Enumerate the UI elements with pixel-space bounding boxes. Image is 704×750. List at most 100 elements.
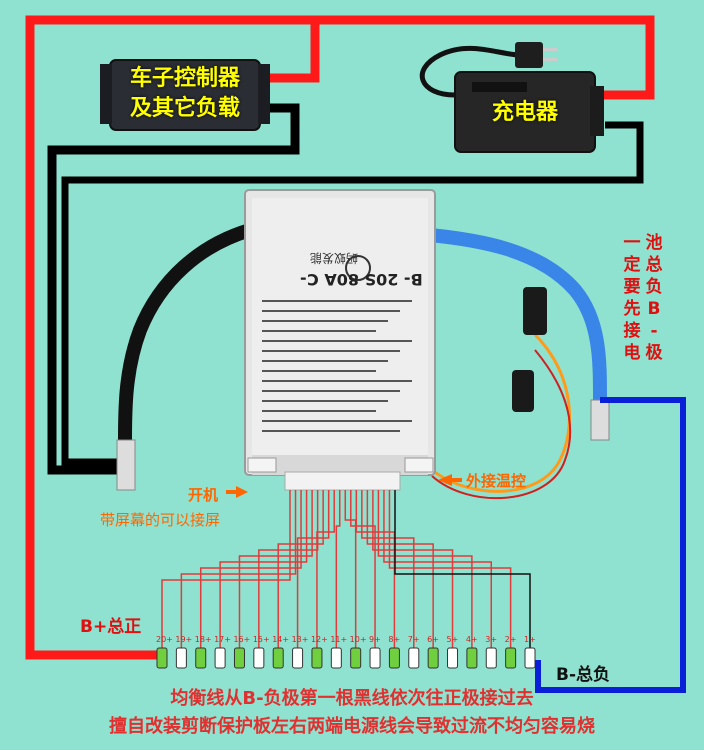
- bms-board: [244, 189, 436, 491]
- balance-label: 1+: [524, 635, 536, 644]
- callout-arrows: [226, 474, 462, 498]
- balance-wire: [219, 490, 308, 648]
- balance-wire: [372, 490, 454, 648]
- battery-cell: [369, 647, 381, 669]
- balance-label: 20+: [156, 635, 173, 644]
- balance-wires: [161, 490, 531, 648]
- board-print-line: [262, 400, 388, 402]
- charger-box: [454, 71, 604, 153]
- balance-wire-note: 均衡线从B-负极第一根黑线依次往正极接过去: [170, 688, 534, 709]
- left-cable-lug: [116, 439, 136, 491]
- battery-cell: [505, 647, 517, 669]
- b-plus-total-label: B+总正: [80, 617, 142, 637]
- balance-label: 16+: [233, 635, 250, 644]
- balance-wire: [161, 490, 291, 648]
- board-print-line: [262, 390, 400, 392]
- battery-cell: [195, 647, 207, 669]
- positive-wire: [25, 15, 320, 660]
- controller-label: 车子控制器 及其它负载: [129, 66, 240, 121]
- charger-negative-wire: [61, 121, 644, 466]
- balance-label: 17+: [214, 635, 231, 644]
- balance-wire: [394, 490, 531, 648]
- controller-box: [100, 59, 270, 131]
- balance-wire: [377, 490, 473, 648]
- battery-cell: [292, 647, 304, 669]
- battery-cell: [253, 647, 265, 669]
- power-plug: [419, 42, 557, 98]
- balance-label: 4+: [466, 635, 478, 644]
- board-print-line: [262, 320, 388, 322]
- balance-labels: 20+19+18+17+16+15+14+13+12+11+10+9+8+7+6…: [156, 635, 536, 644]
- cell-strip: [156, 647, 536, 669]
- battery-cell: [485, 647, 497, 669]
- balance-wire: [361, 490, 415, 648]
- battery-cell: [408, 647, 420, 669]
- balance-label: 2+: [505, 635, 517, 644]
- balance-label: 3+: [485, 635, 497, 644]
- board-print-line: [262, 300, 412, 302]
- balance-wire: [296, 490, 330, 648]
- balance-wire: [277, 490, 324, 648]
- temp-sensor-probe-1: [523, 287, 547, 335]
- temp-sensor-probe-2: [512, 370, 534, 412]
- balance-wire: [258, 490, 319, 648]
- balance-wire: [383, 490, 493, 648]
- bms-b-minus-blue-cable: [429, 228, 607, 401]
- balance-label: 13+: [292, 635, 309, 644]
- temp-control-label: 外接温控: [466, 472, 527, 490]
- balance-wire: [238, 490, 313, 648]
- balance-label: 10+: [350, 635, 367, 644]
- bms-model-label: B- 20S 80A C-: [300, 270, 423, 289]
- board-print-line: [262, 420, 412, 422]
- balance-wire: [355, 490, 396, 648]
- battery-cell: [466, 647, 478, 669]
- battery-cell: [350, 647, 362, 669]
- board-print-line: [262, 350, 400, 352]
- temp-sensor-wires: [431, 299, 571, 493]
- warning-note: 擅自改装剪断保护板左右两端电源线会导致过流不均匀容易烧: [109, 716, 595, 737]
- power-on-label: 开机: [188, 486, 219, 504]
- balance-label: 19+: [175, 635, 192, 644]
- battery-cell: [156, 647, 168, 669]
- board-print-line: [262, 340, 412, 342]
- battery-cell: [214, 647, 226, 669]
- screen-note-label: 带屏幕的可以接屏: [100, 511, 221, 529]
- balance-label: 9+: [369, 635, 381, 644]
- balance-label: 11+: [330, 635, 347, 644]
- bms-brand-label: 蚂蚁发能: [310, 251, 359, 265]
- board-print-line: [262, 410, 376, 412]
- balance-label: 14+: [272, 635, 289, 644]
- board-print-line: [262, 330, 376, 332]
- battery-cell: [447, 647, 459, 669]
- balance-wire: [316, 490, 335, 648]
- board-print-line: [262, 310, 400, 312]
- b-minus-total-wire: [535, 397, 686, 693]
- board-print-line: [262, 380, 412, 382]
- balance-label: 15+: [253, 635, 270, 644]
- balance-label: 7+: [408, 635, 420, 644]
- right-cable-lug: [590, 399, 610, 441]
- board-print-line: [262, 360, 388, 362]
- battery-cell: [272, 647, 284, 669]
- battery-cell: [330, 647, 342, 669]
- bms-b-minus-cable: [118, 223, 253, 441]
- balance-wire: [199, 490, 302, 648]
- board-print-line: [262, 430, 400, 432]
- balance-label: 12+: [311, 635, 328, 644]
- balance-wire: [335, 490, 341, 648]
- battery-cell: [524, 647, 536, 669]
- battery-cell: [427, 647, 439, 669]
- balance-wire: [388, 490, 512, 648]
- balance-label: 6+: [427, 635, 439, 644]
- battery-cell: [233, 647, 245, 669]
- battery-cell: [175, 647, 187, 669]
- charger-label: 充电器: [491, 100, 558, 125]
- balance-label: 5+: [447, 635, 459, 644]
- b-minus-total-label: B-总负: [556, 665, 611, 685]
- battery-cell: [311, 647, 323, 669]
- charger-positive-wire: [315, 15, 655, 100]
- balance-wire: [180, 490, 297, 648]
- balance-label: 8+: [388, 635, 400, 644]
- board-print-line: [262, 370, 376, 372]
